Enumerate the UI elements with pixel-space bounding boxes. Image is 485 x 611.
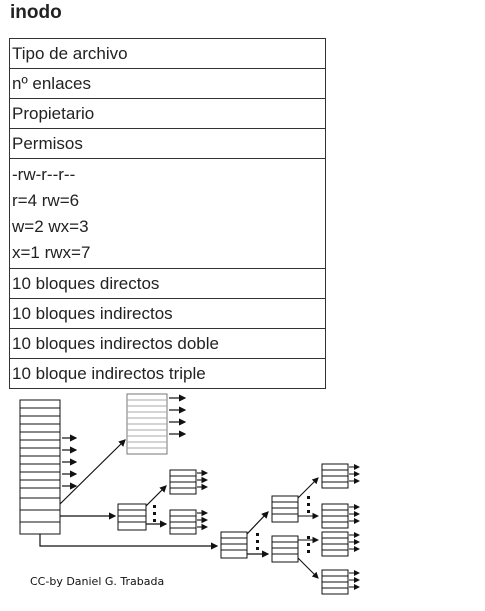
triple-mid-block	[271, 495, 299, 523]
indirect-block	[126, 393, 168, 455]
table-row: Tipo de archivo	[9, 38, 326, 69]
triple-mid-dots	[307, 496, 310, 513]
row-file-type: Tipo de archivo	[9, 38, 326, 69]
table-row: -rw-r--r-- r=4 rw=6 w=2 wx=3 x=1 rwx=7	[9, 158, 326, 269]
permission-line: r=4 rw=6	[12, 190, 80, 210]
triple-indirect-block	[220, 531, 248, 559]
triple-leaf-block	[321, 463, 349, 489]
triple-mid-branch	[297, 557, 319, 579]
direct-block-arrows	[62, 434, 78, 490]
triple-leaf-block	[321, 503, 349, 529]
row-triple-indirect-blocks: 10 bloque indirectos triple	[9, 358, 326, 389]
inode-block-stack	[19, 399, 61, 535]
inode-block-diagram: CC-by Daniel G. Trabada	[19, 393, 360, 595]
triple-leaf-arrows	[349, 464, 360, 484]
double-leaf-arrows	[197, 469, 209, 491]
row-direct-blocks: 10 bloques directos	[9, 268, 326, 299]
double-indirect-dots	[153, 505, 156, 522]
table-row: 10 bloque indirectos triple	[9, 358, 326, 389]
triple-leaf-arrows	[349, 504, 360, 524]
table-row: 10 bloques indirectos	[9, 298, 326, 329]
triple-leaf-block	[321, 531, 349, 557]
double-indirect-branch	[145, 485, 167, 507]
triple-mid-dots	[307, 536, 310, 553]
table-row: 10 bloques directos	[9, 268, 326, 299]
double-leaf-block	[169, 469, 197, 495]
triple-indirect-dots	[256, 533, 259, 550]
row-permission-details: -rw-r--r-- r=4 rw=6 w=2 wx=3 x=1 rwx=7	[9, 158, 326, 269]
permission-line: -rw-r--r--	[12, 164, 76, 184]
triple-leaf-arrows	[349, 570, 360, 590]
permission-line: w=2 wx=3	[12, 216, 89, 236]
double-leaf-block	[169, 509, 197, 535]
table-row: Propietario	[9, 98, 326, 129]
triple-mid-branch	[297, 477, 319, 499]
triple-indirect-pointer	[39, 534, 219, 550]
inode-table: Tipo de archivo nº enlaces Propietario P…	[9, 38, 326, 389]
row-link-count: nº enlaces	[9, 68, 326, 99]
indirect-pointer	[59, 439, 126, 505]
triple-leaf-block	[321, 569, 349, 595]
table-row: nº enlaces	[9, 68, 326, 99]
table-row: 10 bloques indirectos doble	[9, 328, 326, 359]
permission-line: x=1 rwx=7	[12, 242, 91, 262]
row-owner: Propietario	[9, 98, 326, 129]
triple-leaf-arrows	[349, 532, 360, 552]
triple-indirect-branch	[246, 511, 269, 535]
indirect-block-arrows	[169, 394, 187, 438]
diagram-credit: CC-by Daniel G. Trabada	[30, 575, 164, 588]
double-indirect-block	[117, 503, 147, 531]
row-permissions: Permisos	[9, 128, 326, 159]
row-indirect-blocks: 10 bloques indirectos	[9, 298, 326, 329]
page-title: inodo	[10, 2, 62, 23]
row-double-indirect-blocks: 10 bloques indirectos doble	[9, 328, 326, 359]
triple-mid-block	[271, 535, 299, 563]
table-row: Permisos	[9, 128, 326, 159]
double-leaf-arrows	[197, 509, 209, 531]
